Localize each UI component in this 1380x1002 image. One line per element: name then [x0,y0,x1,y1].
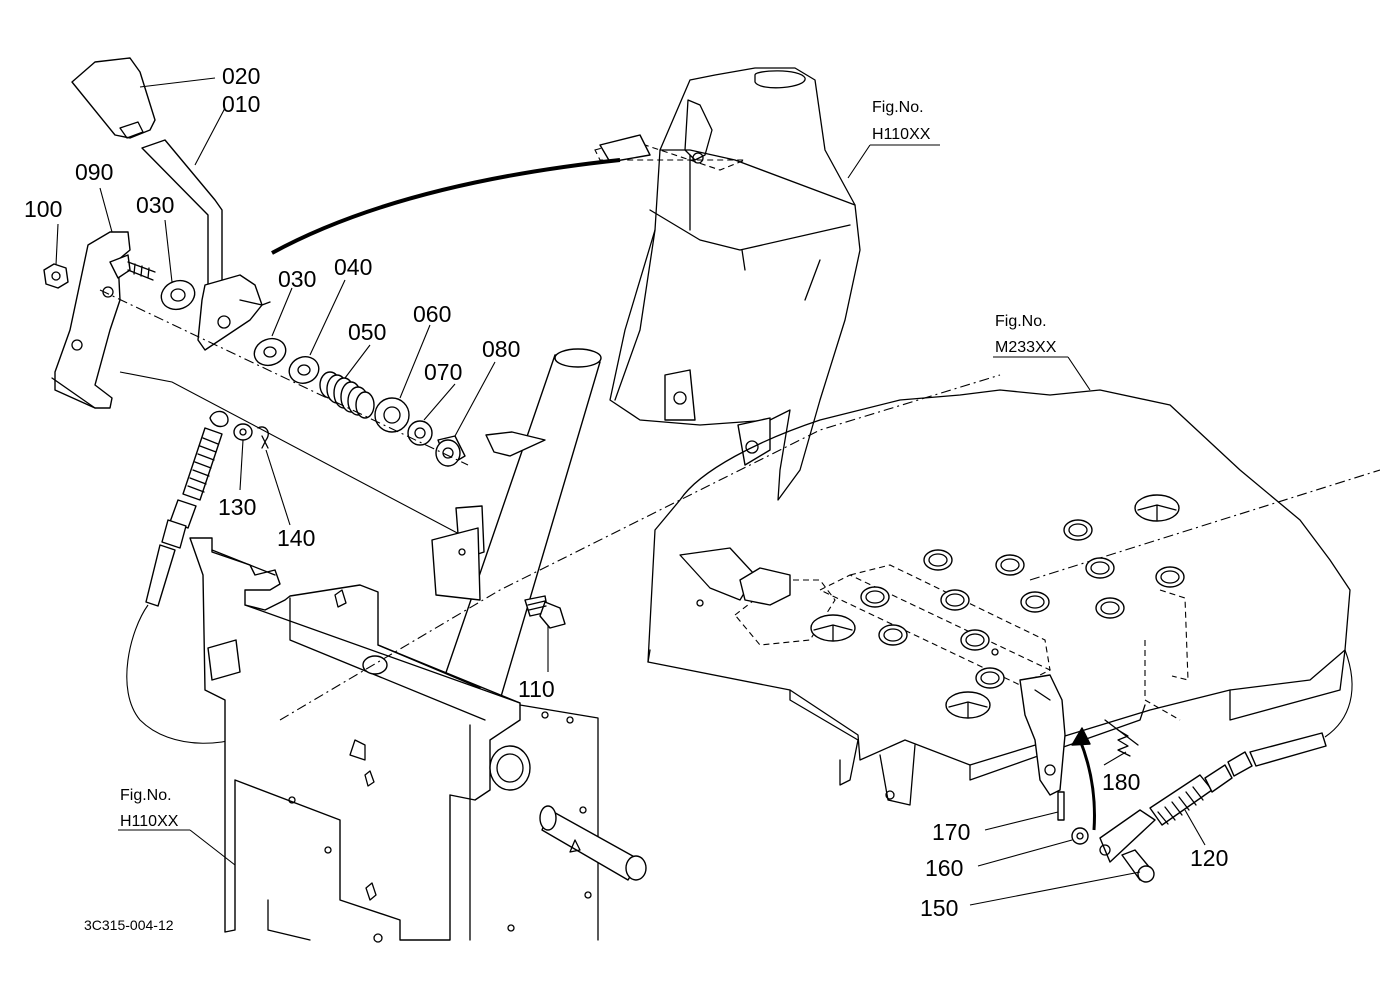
shift-lever [141,139,271,351]
callout-070: 070 [424,359,462,385]
callout-030-right: 030 [278,266,316,292]
leader-lines [55,77,1206,906]
reference-line-diagonal [279,374,1001,721]
washer-130 [233,423,253,441]
callout-060: 060 [413,301,451,327]
pin-170 [1057,791,1065,821]
callout-140: 140 [277,525,315,551]
callout-labels: 020 010 090 100 030 030 040 050 060 070 … [24,63,1228,921]
washer-070 [407,420,433,446]
collar-060 [374,397,410,433]
drawing-code: 3C315-004-12 [84,917,174,933]
callout-150: 150 [920,895,958,921]
grommet-holes [860,519,1185,689]
axis-leader [119,371,481,546]
bolt [109,254,156,281]
washer-030-right [253,337,287,367]
lever-knob [71,57,156,139]
fig-ref-right-number: M233XX [995,339,1057,356]
callout-020: 020 [222,63,260,89]
bushing-080 [435,435,466,467]
callout-100: 100 [24,196,62,222]
callout-010: 010 [222,91,260,117]
fig-ref-left-label: Fig.No. [120,787,172,804]
fig-ref-top-label: Fig.No. [872,99,924,116]
callout-180: 180 [1102,769,1140,795]
callout-120: 120 [1190,845,1228,871]
cable-assembly-right [1149,649,1353,826]
spring-pin-180 [1104,719,1139,757]
washer-160 [1071,827,1089,845]
callout-030-left: 030 [136,192,174,218]
callout-040: 040 [334,254,372,280]
assembly-axis [99,289,469,466]
cable-assembly-left [126,410,281,744]
bolt-110 [524,595,566,629]
rotation-arrow [1078,739,1096,831]
floor-plate [647,389,1351,806]
large-holes [810,494,1180,719]
clevis-150 [1099,809,1156,883]
callout-170: 170 [932,819,970,845]
callout-080: 080 [482,336,520,362]
callout-110: 110 [518,676,555,702]
washer-040 [288,356,320,384]
fig-ref-left-number: H110XX [120,813,179,830]
fig-ref-right-label: Fig.No. [995,313,1047,330]
reference-arc [271,158,621,255]
callout-160: 160 [925,855,963,881]
nut [43,263,69,289]
pedal-arm [1019,674,1066,796]
callout-050: 050 [348,319,386,345]
spring-050 [319,371,375,419]
figure-references: Fig.No. H110XX Fig.No. M233XX Fig.No. H1… [120,99,1057,830]
lower-frame [189,537,647,943]
washer-030-left [160,279,196,311]
steering-column-housing [594,67,861,501]
steering-post [431,348,602,701]
rotation-arrowhead [1071,727,1091,746]
callout-130: 130 [218,494,256,520]
pin-140 [257,426,269,449]
fig-ref-top-number: H110XX [872,126,931,143]
callout-090: 090 [75,159,113,185]
lever-bracket [51,231,131,409]
